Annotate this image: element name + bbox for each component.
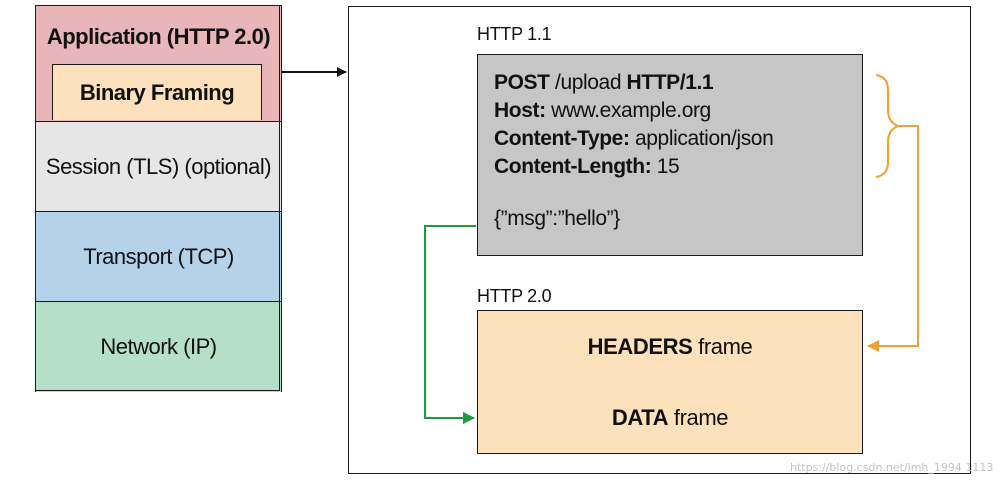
data-frame-bold: DATA [611, 404, 669, 430]
request-version: HTTP/1.1 [626, 71, 714, 94]
http20-frames-box: HEADERS frame DATA frame [477, 310, 863, 454]
headers-arrow [867, 125, 919, 352]
application-layer-label: Application (HTTP 2.0) [46, 24, 271, 49]
data-arrow [424, 225, 476, 424]
host-header-value: www.example.org [545, 99, 711, 122]
request-body: {”msg”:”hello”} [494, 207, 620, 230]
binary-framing-label: Binary Framing [79, 79, 235, 105]
http11-label: HTTP 1.1 [477, 24, 552, 44]
transport-layer-label: Transport (TCP) [83, 244, 234, 269]
content-type-key: Content-Type: [494, 127, 630, 150]
headers-brace [875, 74, 901, 178]
headers-frame-bold: HEADERS [587, 333, 693, 359]
headers-frame: HEADERS frame [478, 311, 862, 383]
content-type-value: application/json [629, 127, 774, 150]
content-type-header: Content-Type: application/json [494, 125, 862, 153]
transport-layer: Transport (TCP) [35, 211, 282, 302]
request-method: POST [494, 71, 550, 94]
binary-framing-layer: Binary Framing [52, 64, 262, 120]
data-frame-rest: frame [668, 404, 729, 430]
network-layer-label: Network (IP) [100, 334, 217, 359]
headers-frame-rest: frame [692, 333, 753, 359]
request-path: /upload [549, 71, 627, 94]
http20-label: HTTP 2.0 [477, 286, 552, 306]
http11-request-box: POST /upload HTTP/1.1 Host: www.example.… [477, 54, 863, 256]
content-length-value: 15 [651, 155, 680, 178]
request-line: POST /upload HTTP/1.1 [494, 69, 862, 97]
content-length-header: Content-Length: 15 [494, 153, 862, 181]
session-layer: Session (TLS) (optional) [35, 121, 282, 212]
data-frame: DATA frame [478, 382, 862, 453]
network-layer: Network (IP) [35, 301, 282, 392]
content-length-key: Content-Length: [494, 155, 652, 178]
watermark: https://blog.csdn.net/lmh_1994 1113 [790, 461, 994, 474]
detail-panel [348, 6, 971, 474]
session-layer-label: Session (TLS) (optional) [45, 154, 272, 179]
host-header: Host: www.example.org [494, 97, 862, 125]
host-header-key: Host: [494, 99, 546, 122]
